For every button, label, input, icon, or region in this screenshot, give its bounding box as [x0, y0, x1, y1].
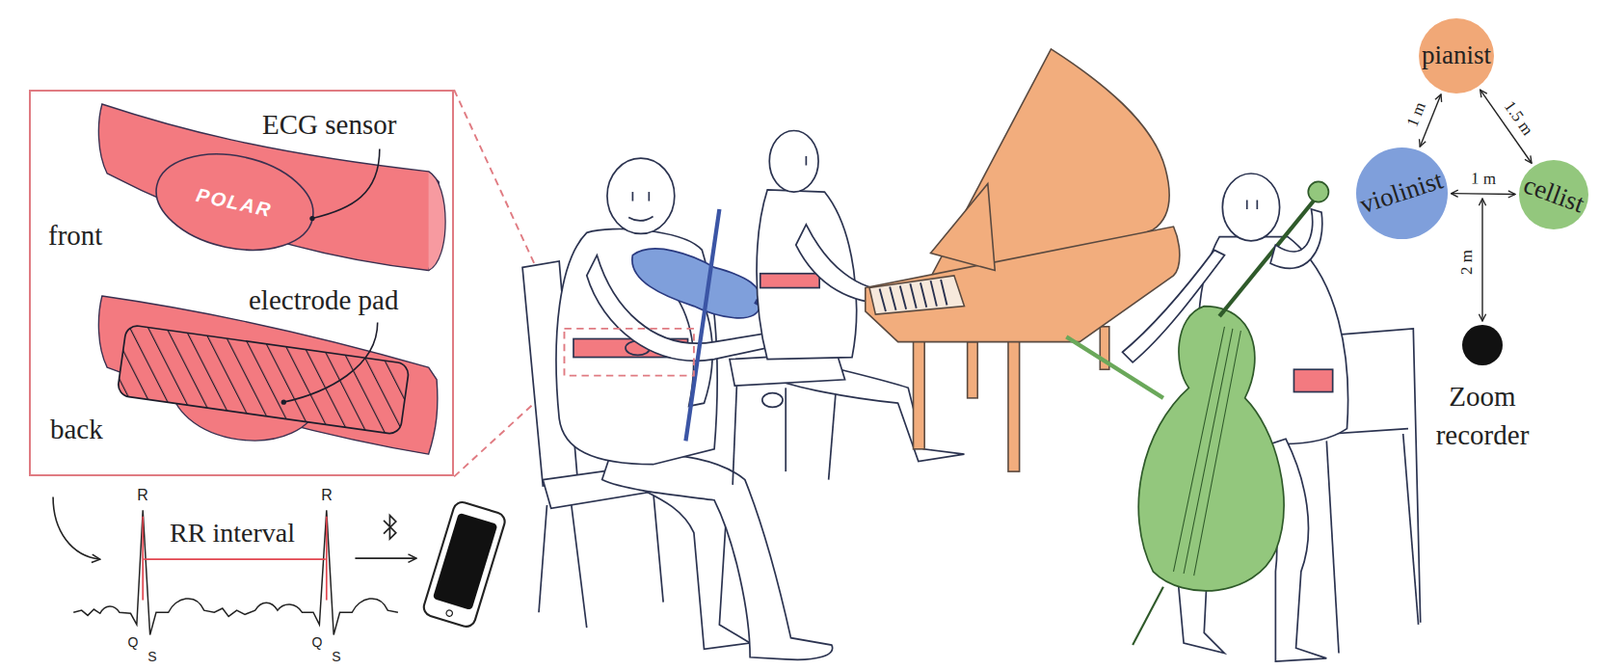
- part-label: back: [50, 413, 104, 446]
- cello-bow: [1066, 336, 1164, 399]
- distance-arrow: [1481, 198, 1483, 321]
- rr-interval-line: [143, 558, 325, 560]
- musician-node: violinist: [1356, 147, 1448, 240]
- chair-leg: [571, 505, 587, 628]
- chest-strap: [760, 273, 820, 289]
- node-label: pianist: [1421, 41, 1492, 71]
- peak-label: R: [320, 486, 333, 505]
- leader-dot: [309, 215, 315, 221]
- cellist-arm: [1270, 209, 1323, 268]
- recorder-dot: [1462, 324, 1503, 366]
- phone-body: [421, 500, 507, 630]
- pianist-head: [769, 131, 819, 193]
- node-circle: [1418, 18, 1494, 94]
- flow-arrow: [53, 497, 101, 560]
- part-label: front: [48, 219, 103, 252]
- distance-connector: [1450, 192, 1516, 195]
- chair-knob: [762, 393, 783, 408]
- leader-line: [312, 149, 380, 219]
- peak-label: R: [136, 486, 149, 505]
- inset-panel: ECG sensor front electrode pad back: [28, 89, 454, 477]
- transfer-arrow: [354, 557, 417, 560]
- piano-leg: [913, 338, 926, 449]
- eye: [805, 156, 808, 166]
- cellist-arm: [1122, 249, 1226, 362]
- musician-node: cellist: [1519, 160, 1589, 230]
- dimension-label: 2 m: [1458, 249, 1477, 275]
- eye: [1255, 200, 1258, 211]
- chair-leg: [538, 505, 547, 613]
- chest-strap: [1293, 369, 1333, 392]
- wave-label: S: [147, 649, 157, 665]
- phone-screen: [432, 512, 499, 611]
- mouth: [628, 215, 653, 221]
- cello-strings: [1173, 326, 1242, 576]
- chair-leg: [1326, 440, 1339, 653]
- bluetooth-symbol: [383, 515, 397, 539]
- r-peak-marker: [325, 516, 328, 601]
- violin-bow: [685, 209, 720, 441]
- violin-body: [632, 248, 762, 319]
- strap-back: [98, 295, 437, 454]
- distance-label: 1 m: [1470, 170, 1496, 189]
- cello-scroll: [1307, 181, 1329, 202]
- distance-label: 1.5 m: [1499, 97, 1537, 138]
- music-stand: [931, 184, 996, 271]
- violinist-leg: [602, 449, 833, 660]
- leader-dot: [281, 399, 287, 404]
- piano-keys: [869, 275, 964, 315]
- recorder-node: Zoom recorder: [1414, 324, 1550, 454]
- strap-front: [98, 104, 439, 271]
- chair-leg: [1403, 433, 1419, 625]
- zoom-frame: [563, 328, 694, 376]
- piano-black-keys: [880, 279, 948, 312]
- chair-leg: [784, 387, 787, 472]
- chair-leg: [732, 385, 737, 485]
- wave-label: Q: [312, 635, 323, 650]
- node-label: Zoom recorder: [1414, 376, 1550, 454]
- recorder-canvas: [1414, 324, 1550, 366]
- r-peak-marker: [141, 516, 144, 601]
- wave-label: Q: [128, 635, 139, 650]
- piano-body: [865, 226, 1180, 343]
- ecg-trace: [73, 509, 399, 635]
- leader-line: [283, 322, 377, 403]
- electrode-pad: [116, 324, 410, 436]
- phone-button: [445, 609, 454, 617]
- chair-leg: [653, 489, 665, 602]
- piano-leg: [1008, 338, 1020, 472]
- part-label: ECG sensor: [262, 108, 397, 141]
- cellist-head: [1222, 173, 1280, 241]
- ecg-sensor: [147, 140, 322, 265]
- eye: [1246, 200, 1249, 211]
- cello-endpin: [1132, 586, 1164, 645]
- eye: [647, 191, 650, 202]
- piano-pedal: [967, 342, 979, 399]
- musician-node: pianist: [1418, 18, 1494, 94]
- strap-curl: [428, 171, 446, 271]
- node-circle: [1356, 147, 1448, 240]
- distance-label: 1 m: [1404, 100, 1431, 131]
- interval-label: RR interval: [169, 518, 295, 549]
- violinist-arm: [586, 255, 781, 362]
- part-label: electrode pad: [248, 284, 399, 317]
- wave-label: S: [331, 649, 341, 665]
- violinist-head: [607, 158, 675, 234]
- electrode-hatching: [116, 324, 410, 436]
- eye: [632, 191, 635, 202]
- cello-body: [1138, 306, 1284, 591]
- node-circle: [1519, 160, 1589, 230]
